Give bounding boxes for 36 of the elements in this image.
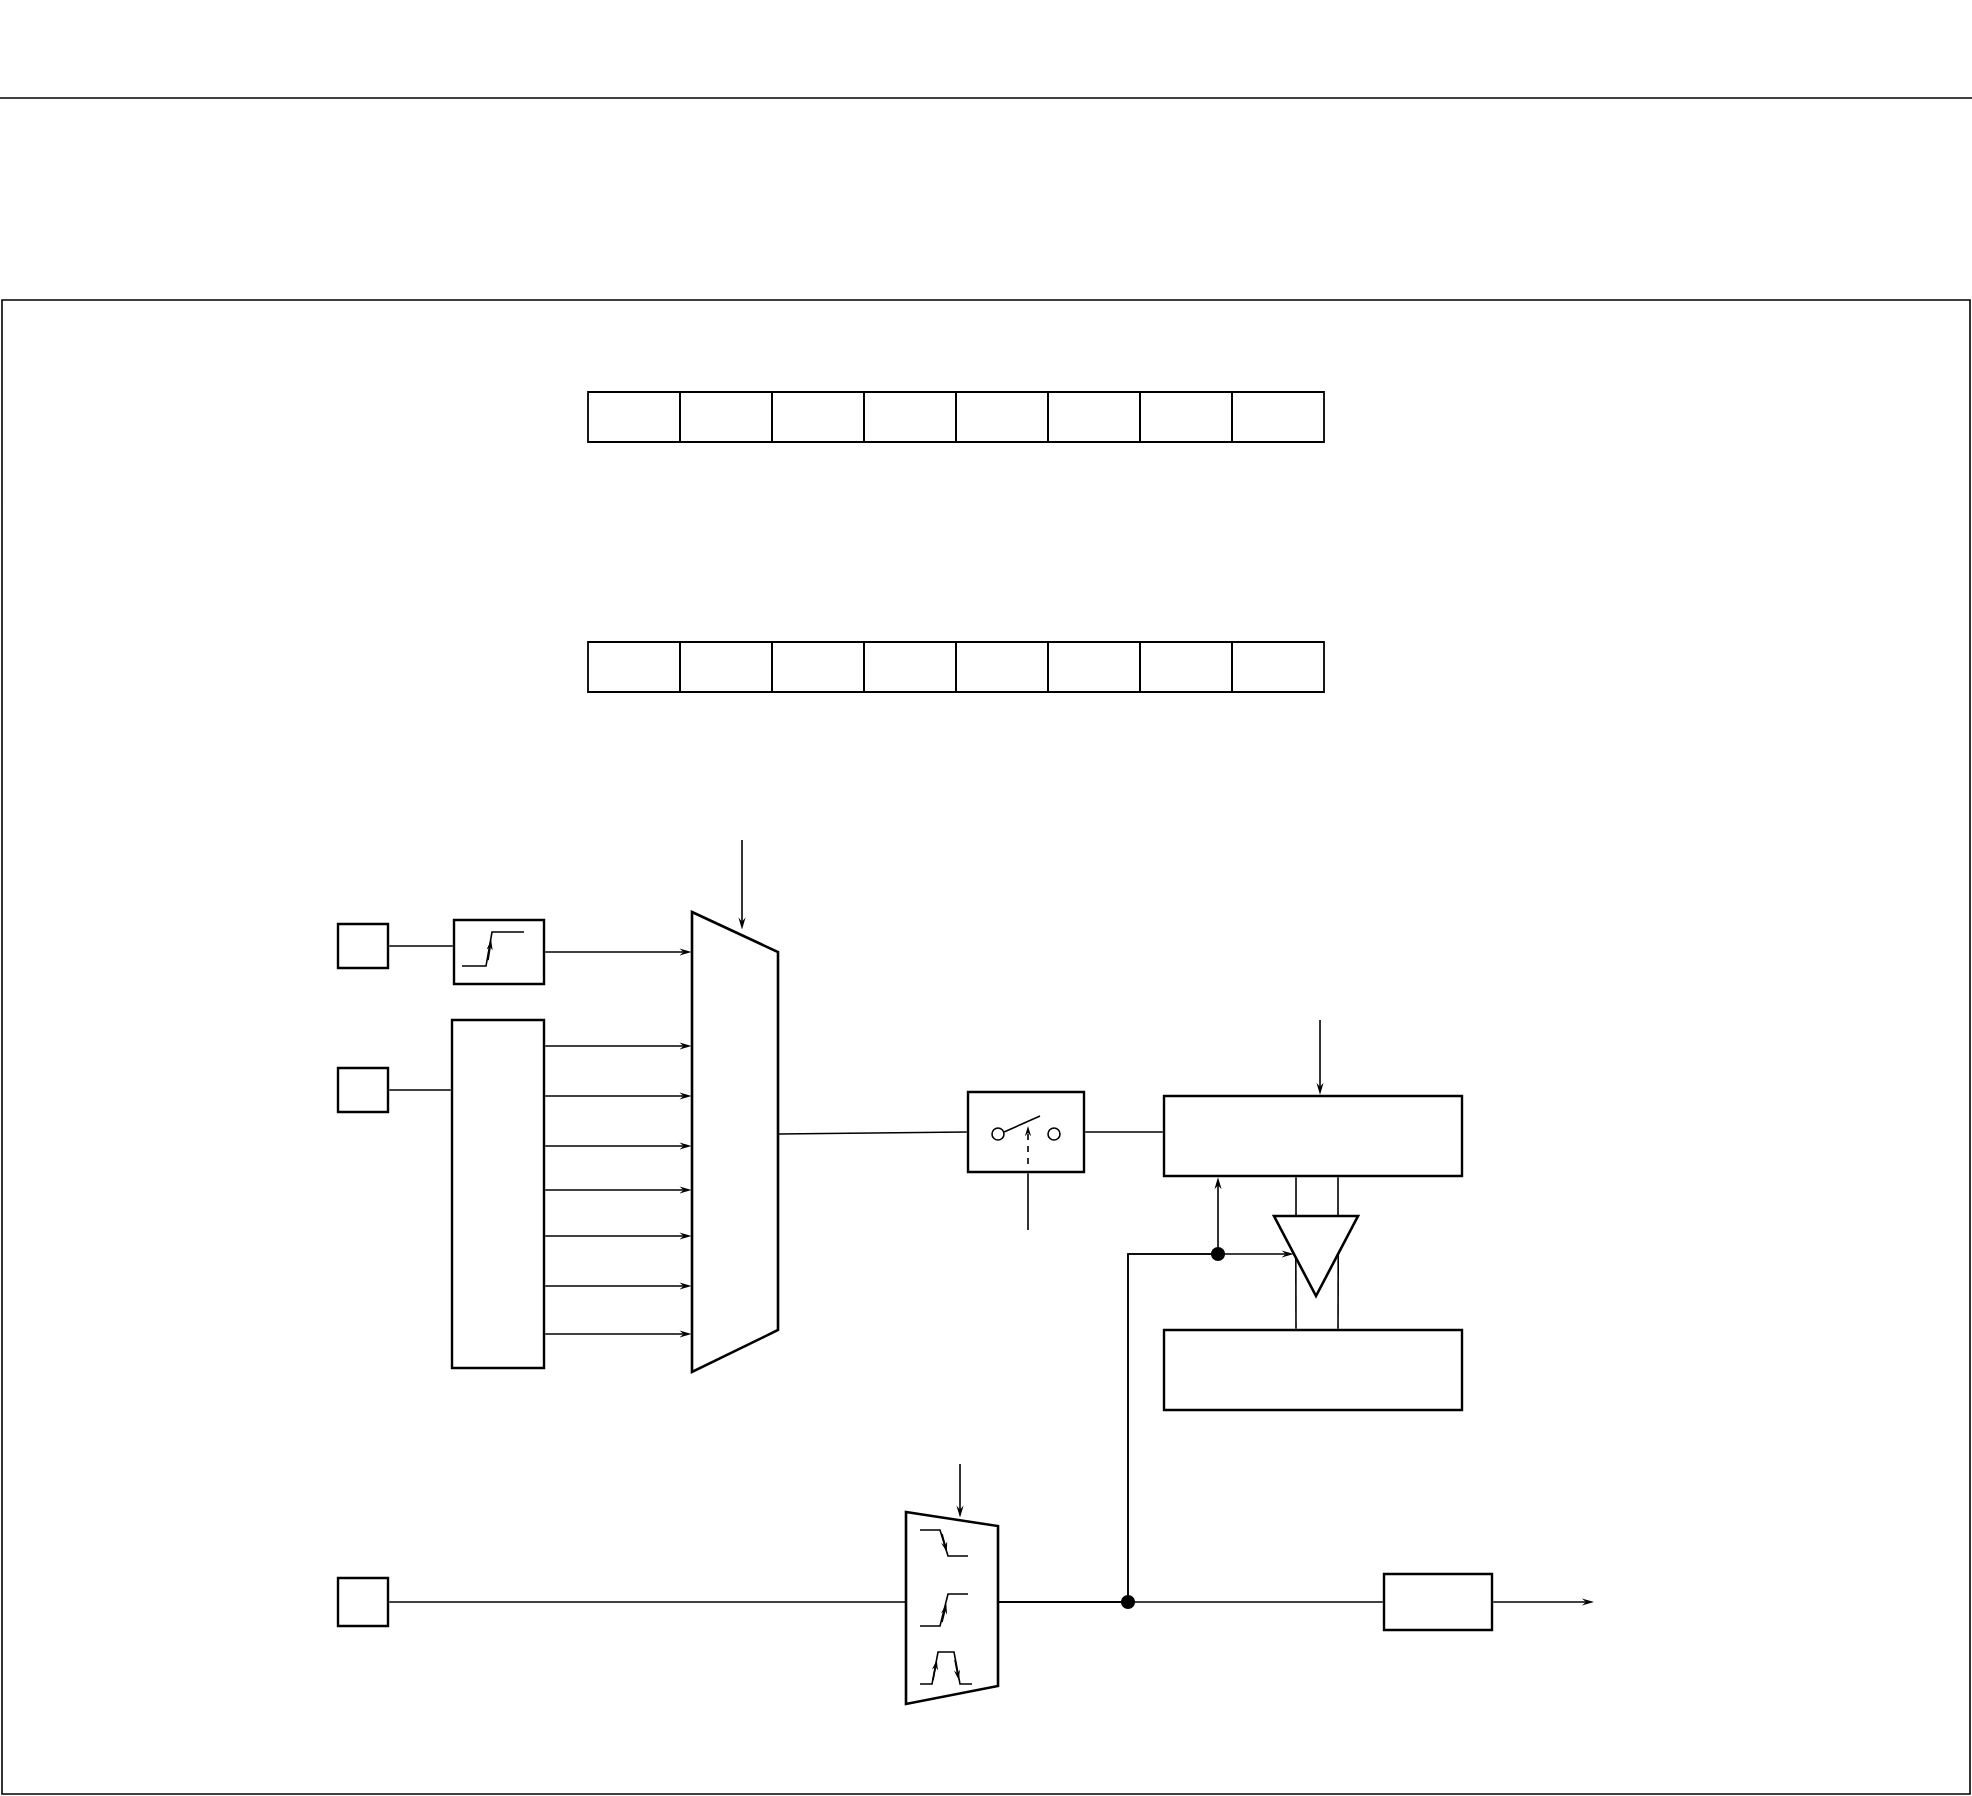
pin-box xyxy=(336,922,390,970)
edge-selector-drawing xyxy=(904,1510,1000,1706)
connector-line xyxy=(1337,1176,1339,1217)
pin-box xyxy=(336,1066,390,1114)
connector-line xyxy=(777,1131,968,1135)
register-cell xyxy=(587,641,681,693)
output-box xyxy=(1382,1572,1494,1632)
register-cell xyxy=(1231,641,1325,693)
register-cell xyxy=(771,391,865,443)
register-cell xyxy=(955,391,1049,443)
prescaler-box xyxy=(450,1018,546,1370)
register-cell xyxy=(1047,641,1141,693)
register-cell xyxy=(587,391,681,443)
register-box xyxy=(1162,1328,1464,1412)
register-cell xyxy=(1139,391,1233,443)
register-cell xyxy=(863,641,957,693)
connector-line xyxy=(388,1089,452,1091)
counter-box xyxy=(1162,1094,1464,1178)
filter-box xyxy=(452,918,546,986)
connector-line xyxy=(1295,1176,1297,1217)
register-cell xyxy=(955,641,1049,693)
connector-line xyxy=(1337,1253,1340,1330)
register-cell xyxy=(1231,391,1325,443)
register-cell xyxy=(679,391,773,443)
register-cell xyxy=(771,641,865,693)
connector-line xyxy=(388,1601,907,1603)
register-cell xyxy=(863,391,957,443)
connector-line xyxy=(1084,1131,1164,1133)
pin-box xyxy=(336,1576,390,1628)
connector-line xyxy=(1027,1172,1029,1231)
register-cell xyxy=(1047,391,1141,443)
register-cell xyxy=(1139,641,1233,693)
connector-line xyxy=(388,945,454,947)
switch-box xyxy=(966,1090,1086,1174)
connector-line xyxy=(1295,1257,1297,1330)
register-cell xyxy=(679,641,773,693)
